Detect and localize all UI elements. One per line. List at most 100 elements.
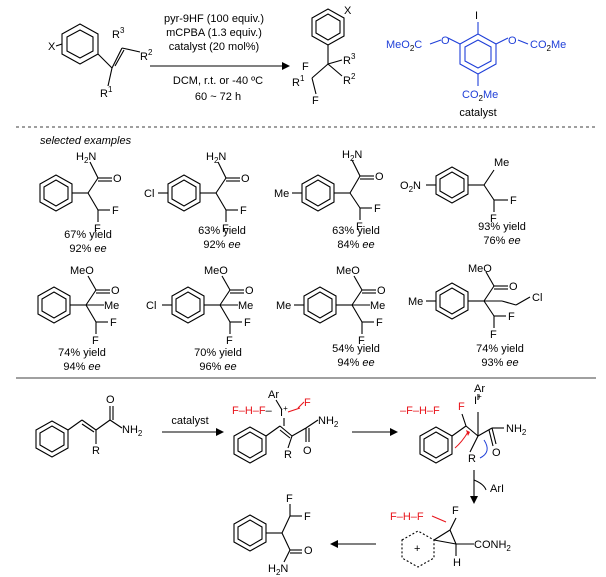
- mech-int2-f: F: [458, 401, 465, 413]
- reaction-conditions: pyr-9HF (100 equiv.) mCPBA (1.3 equiv.) …: [150, 13, 290, 103]
- ex3-yield: 63% yield: [332, 225, 380, 237]
- product-r2: R2: [343, 72, 356, 87]
- ex7-o: O: [377, 285, 386, 297]
- catalyst-left-ester: MeO2C: [386, 39, 422, 53]
- ex7-sub: Me: [276, 300, 291, 312]
- sub-x: X: [48, 41, 56, 53]
- mech-int1-hf-chain: F–H–F–: [232, 405, 273, 417]
- ex3-ee: 84% ee: [337, 239, 374, 251]
- ex6-me: Me: [238, 300, 253, 312]
- catalyst-o-right: O: [508, 35, 517, 47]
- product-f2: F: [302, 61, 309, 73]
- ex6-meo: MeO: [204, 265, 228, 277]
- ex6-yield: 70% yield: [194, 347, 242, 359]
- label-r3: R3: [112, 26, 125, 41]
- condition-line1: pyr-9HF (100 equiv.): [164, 13, 264, 25]
- example-8: Me Cl MeO O F F 74% yield 93% ee: [408, 263, 542, 369]
- mech-phen-f: F: [452, 505, 459, 517]
- catalyst-iodo: I: [475, 10, 478, 22]
- mech-phen-hf-chain: F–H–F: [390, 511, 424, 523]
- ex8-f2: F: [490, 329, 497, 341]
- section-header: selected examples: [40, 135, 132, 147]
- mech-int2-nh2: NH2: [506, 423, 527, 437]
- mech-int1-ar: Ar: [268, 389, 279, 401]
- general-substrate: X R3 R2 R1: [48, 23, 153, 100]
- ex5-ee: 94% ee: [63, 361, 100, 373]
- ex5-o: O: [111, 285, 120, 297]
- example-2: Cl H2N O F F 63% yield 92% ee: [144, 151, 250, 251]
- condition-line4: DCM, r.t. or -40 ºC: [173, 75, 263, 87]
- ex2-o: O: [241, 173, 250, 185]
- mech-phen-conh2: CONH2: [474, 539, 511, 553]
- ex8-yield: 74% yield: [476, 343, 524, 355]
- condition-line3: catalyst (20 mol%): [169, 41, 259, 53]
- ex1-o: O: [113, 173, 122, 185]
- mech-substrate: R O NH2: [35, 394, 143, 458]
- mech-int1-f: F: [304, 397, 311, 409]
- ex5-meo: MeO: [70, 265, 94, 277]
- ex2-yield: 63% yield: [198, 225, 246, 237]
- ex1-amide: H2N: [76, 151, 96, 165]
- example-6: Cl Me MeO O F F 70% yield 96% ee: [146, 265, 254, 373]
- mech-int2-hf-chain: –F–H–F: [400, 405, 440, 417]
- ex7-f1: F: [376, 317, 383, 329]
- ex7-ee: 94% ee: [337, 357, 374, 369]
- ex8-cl: Cl: [532, 292, 542, 304]
- ex4-yield: 93% yield: [478, 221, 526, 233]
- mech-int2-o: O: [492, 447, 501, 459]
- ex6-o: O: [245, 285, 254, 297]
- condition-line5: 60 ~ 72 h: [195, 91, 241, 103]
- ex2-ee: 92% ee: [203, 239, 240, 251]
- catalyst-label: catalyst: [459, 107, 496, 119]
- ex8-o: O: [509, 281, 518, 293]
- ex2-f2: F: [222, 223, 229, 235]
- ex6-ee: 96% ee: [199, 361, 236, 373]
- ex6-f2: F: [226, 335, 233, 347]
- mech-int1-nh2: NH2: [318, 415, 339, 429]
- mech-phen-h: H: [453, 557, 461, 569]
- mech-int2-ar: Ar: [474, 383, 485, 395]
- mech-arrow-4: [330, 540, 376, 548]
- ex3-amide: H2N: [342, 149, 362, 163]
- ex7-me: Me: [370, 300, 385, 312]
- mech-sub-o: O: [106, 394, 115, 406]
- ex4-f1: F: [510, 195, 517, 207]
- mech-int2-r: R: [468, 453, 476, 465]
- ex6-sub: Cl: [146, 300, 156, 312]
- catalyst-o-left: O: [441, 35, 450, 47]
- mech-prod-o: O: [304, 545, 313, 557]
- ex1-ee: 92% ee: [69, 243, 106, 255]
- ex1-yield: 67% yield: [64, 229, 112, 241]
- mech-int1-i: I+: [280, 404, 288, 419]
- ex8-ee: 93% ee: [481, 357, 518, 369]
- ex3-sub: Me: [274, 188, 289, 200]
- product-x: X: [344, 5, 352, 17]
- ex5-f2: F: [92, 335, 99, 347]
- ex5-f1: F: [110, 317, 117, 329]
- mech-phenonium: F–H–F + F CONH2 H: [390, 505, 511, 569]
- ex2-sub: Cl: [144, 188, 154, 200]
- mech-int1-r: R: [284, 449, 292, 461]
- ex7-f2: F: [358, 335, 365, 347]
- mech-arrow-2: [352, 428, 398, 436]
- product-r3: R3: [343, 52, 356, 67]
- ex2-amide: H2N: [206, 151, 226, 165]
- ex5-yield: 74% yield: [58, 347, 106, 359]
- mech-sub-nh2: NH2: [122, 424, 143, 438]
- product-f: F: [312, 95, 319, 107]
- mech-product: F F O H2N: [233, 493, 313, 577]
- mech-prod-f2: F: [286, 493, 293, 505]
- mech-intermediate-2: –F–H–F F I+ Ar R O NH2: [400, 383, 527, 465]
- catalyst-bottom-ester: CO2Me: [462, 89, 498, 103]
- ex5-me: Me: [104, 300, 119, 312]
- mech-prod-nh2: H2N: [268, 563, 288, 577]
- mech-arrow-1: catalyst: [162, 415, 224, 436]
- ex3-o: O: [375, 171, 384, 183]
- example-4: O2N Me F F 93% yield 76% ee: [400, 157, 526, 247]
- mech-arrow-3: ArI: [470, 470, 504, 504]
- label-r1: R1: [100, 85, 113, 100]
- condition-line2: mCPBA (1.3 equiv.): [166, 27, 262, 39]
- product-r1: R1: [292, 74, 305, 89]
- label-r2: R2: [140, 48, 153, 63]
